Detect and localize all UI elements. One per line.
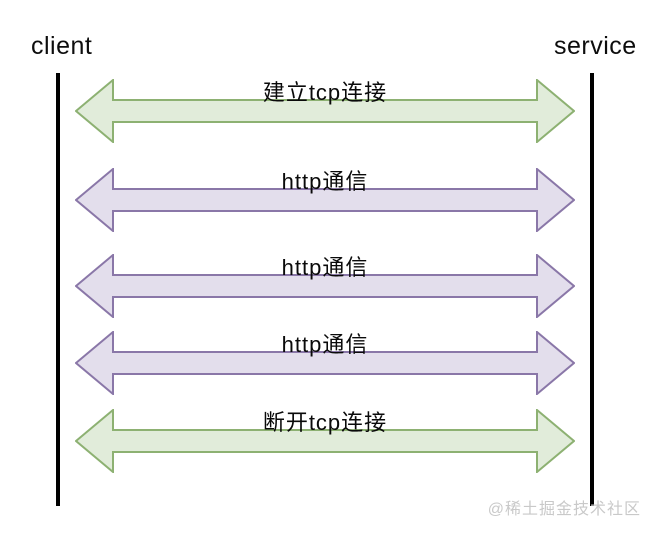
service-label: service [554, 32, 637, 60]
watermark-text: @稀土掘金技术社区 [487, 501, 641, 518]
message-label: http通信 [281, 255, 369, 280]
message-row-http-2: http通信 [75, 254, 575, 318]
message-label: 断开tcp连接 [262, 410, 388, 435]
client-label: client [31, 32, 93, 60]
message-row-http-3: http通信 [75, 331, 575, 395]
double-arrow-icon [75, 254, 575, 318]
message-row-http-1: http通信 [75, 168, 575, 232]
client-lifeline [56, 73, 60, 506]
double-arrow-icon [75, 168, 575, 232]
message-label: http通信 [281, 169, 369, 194]
double-arrow-icon [75, 409, 575, 473]
service-lifeline [590, 73, 594, 506]
message-row-tcp-disconnect: 断开tcp连接 [75, 409, 575, 473]
double-arrow-icon [75, 331, 575, 395]
message-row-tcp-connect: 建立tcp连接 [75, 79, 575, 143]
double-arrow-icon [75, 79, 575, 143]
message-label: http通信 [281, 332, 369, 357]
message-label: 建立tcp连接 [262, 80, 388, 105]
